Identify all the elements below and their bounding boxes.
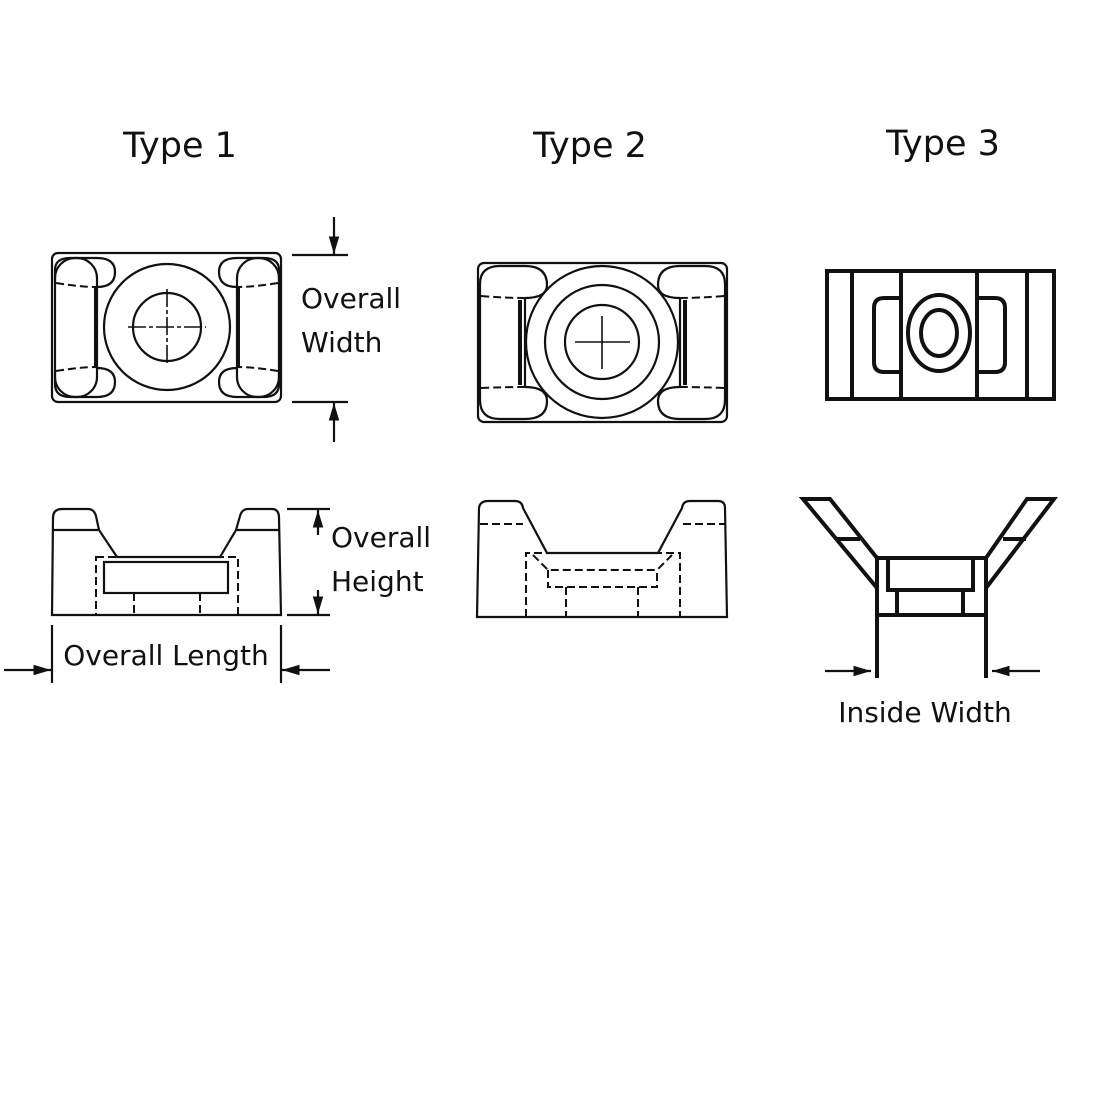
overall-width-label-line2: Width: [301, 326, 382, 359]
inside-width-label: Inside Width: [838, 696, 1012, 729]
overall-length-label: Overall Length: [63, 639, 269, 672]
type1-title: Type 1: [122, 126, 237, 166]
overall-height-dimension: [287, 507, 330, 617]
overall-length-dimension: [4, 625, 330, 683]
type3-title: Type 3: [885, 124, 1000, 164]
type2-top-view: [476, 261, 729, 424]
type1-side-view: [50, 507, 283, 617]
overall-height-label-line1: Overall: [331, 521, 431, 554]
type3-top-view: [825, 269, 1056, 401]
overall-width-label-line1: Overall: [301, 282, 401, 315]
type3-side-view: [798, 497, 1059, 678]
overall-height-label-line2: Height: [331, 565, 424, 598]
type2-side-view: [475, 499, 729, 619]
overall-width-dimension: [292, 217, 348, 442]
type1-top-view: [50, 251, 283, 404]
type2-title: Type 2: [532, 126, 647, 166]
